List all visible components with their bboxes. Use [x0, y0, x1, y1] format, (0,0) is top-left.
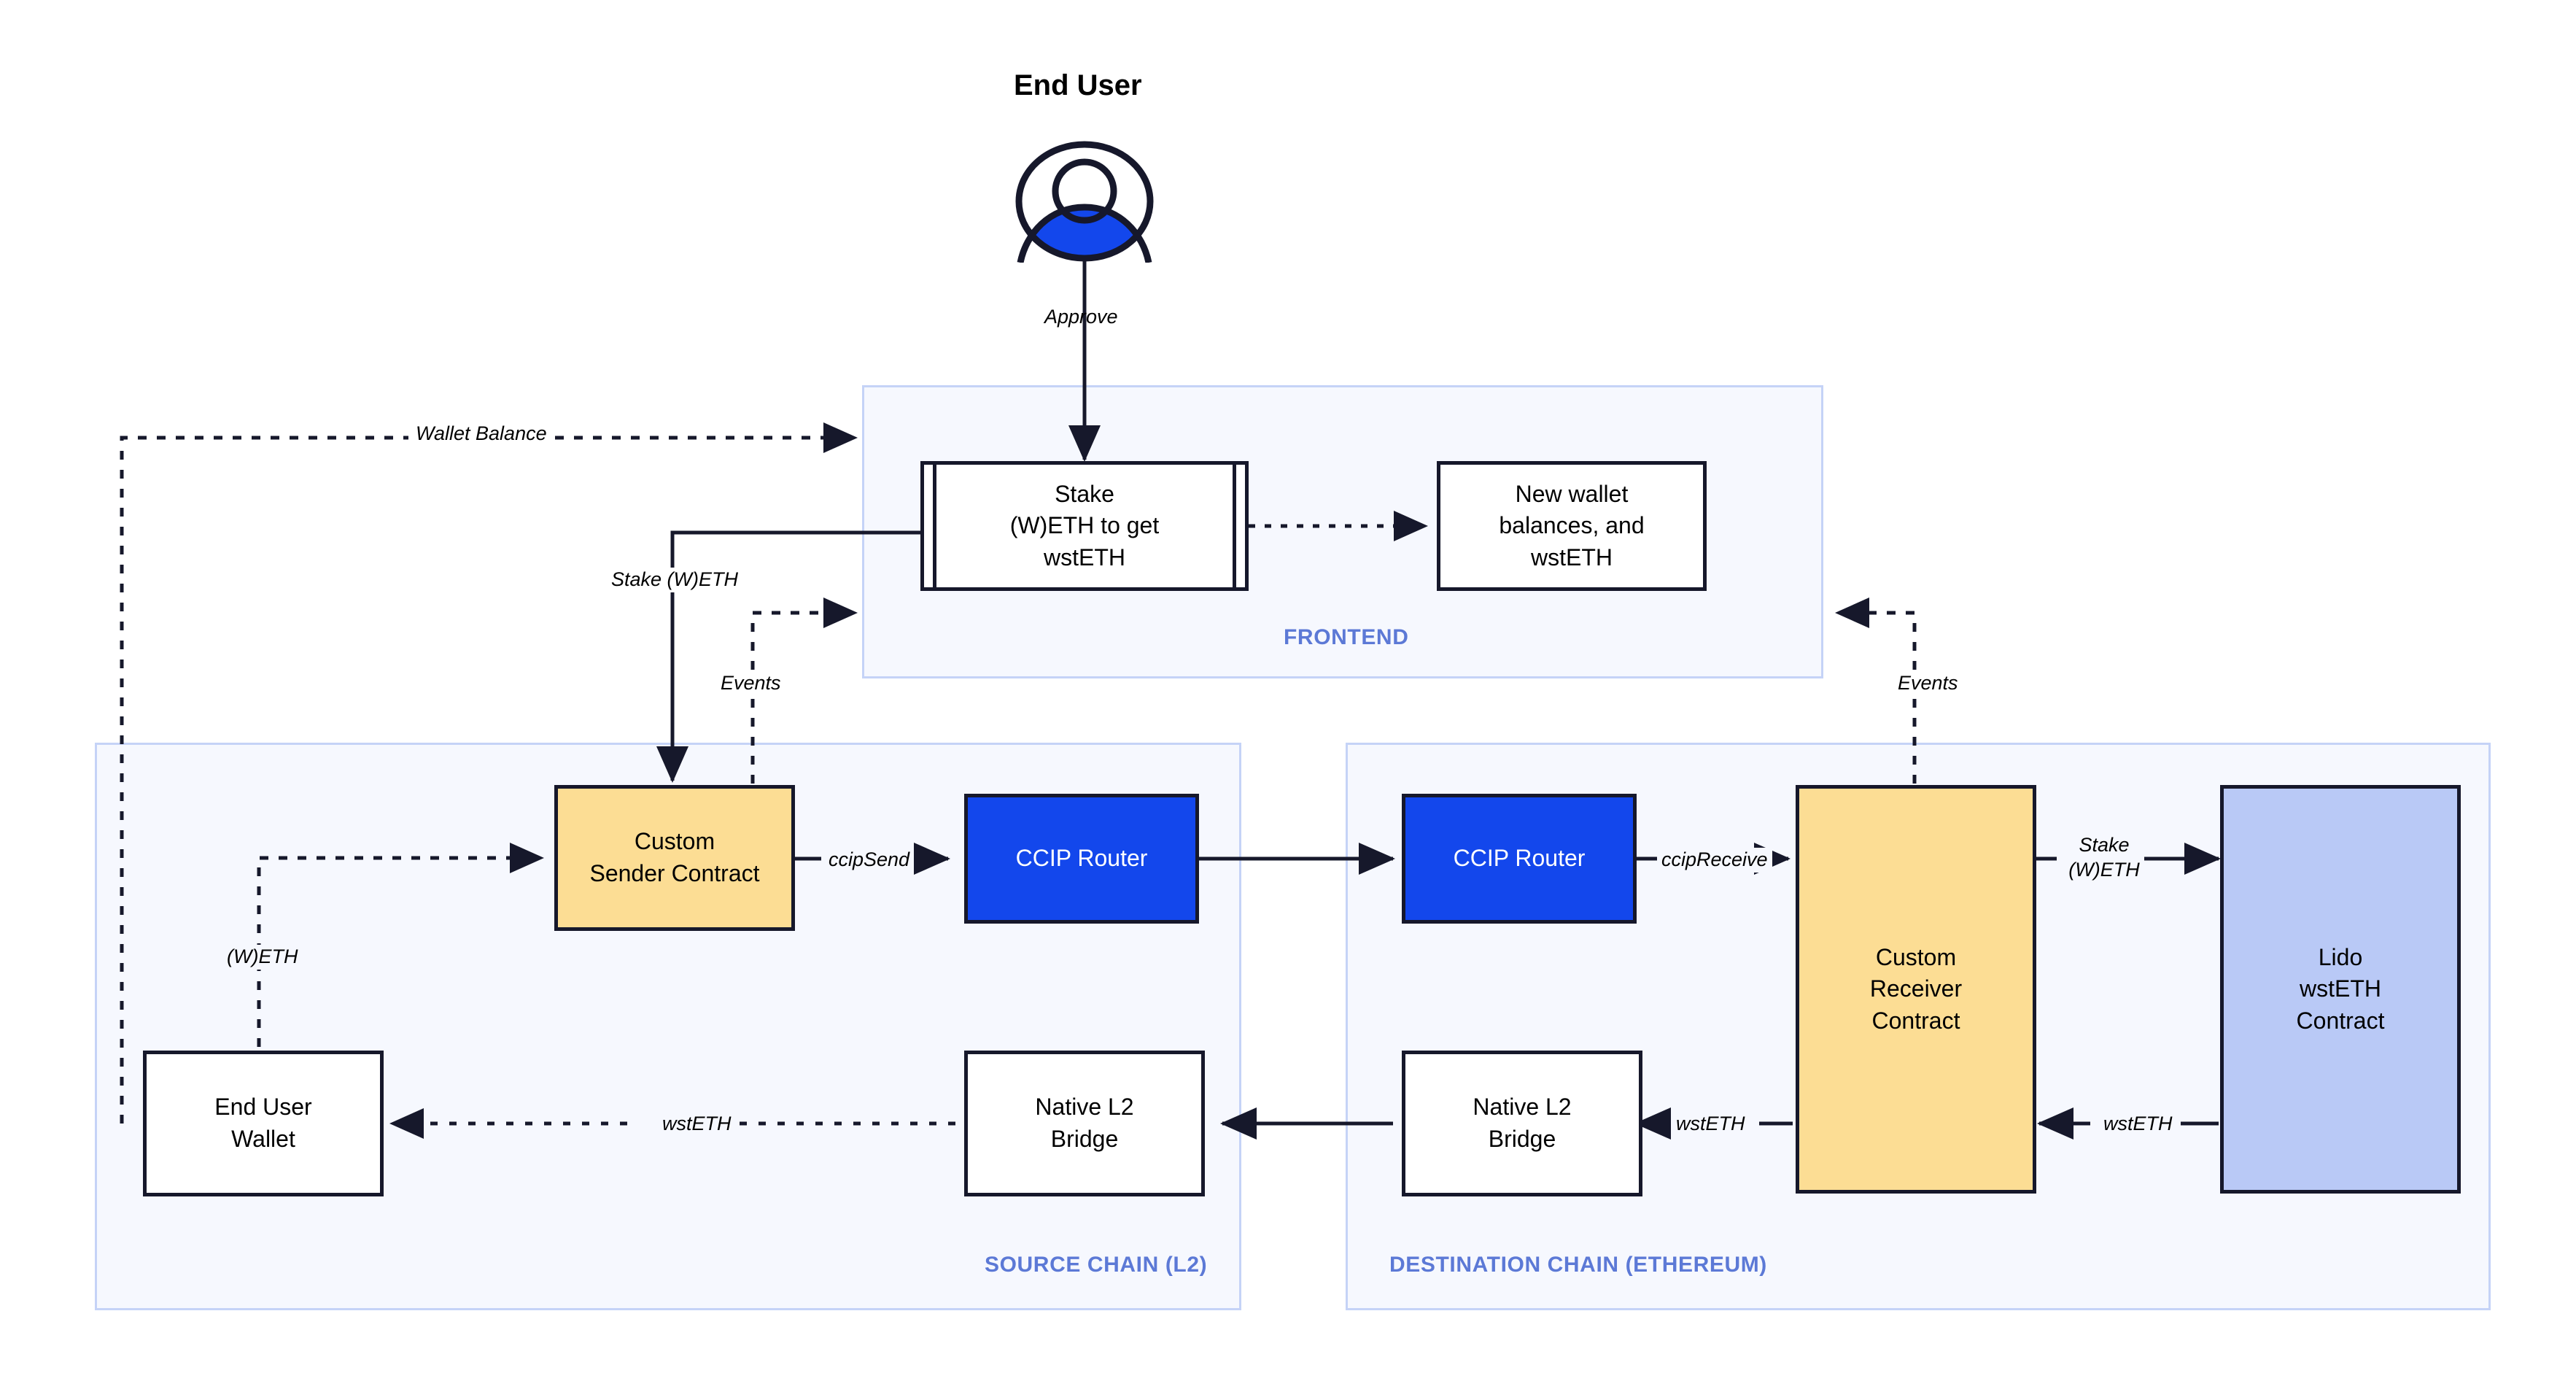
node-stake-form[interactable]: Stake (W)ETH to get wstETH [920, 461, 1249, 591]
node-custom-receiver-contract[interactable]: Custom Receiver Contract [1796, 785, 2036, 1194]
edge-label-stake-weth: Stake (W)ETH [604, 568, 746, 592]
node-new-balances[interactable]: New wallet balances, and wstETH [1437, 461, 1707, 591]
node-custom-sender-contract[interactable]: Custom Sender Contract [554, 785, 795, 931]
edge-weth [257, 843, 545, 1047]
node-lido-wsteth-contract[interactable]: Lido wstETH Contract [2220, 785, 2461, 1194]
edge-label-wsteth-wallet: wstETH [655, 1112, 739, 1137]
edge-label-events-right: Events [1892, 671, 1964, 696]
edge-label-stake-weth-lido: Stake (W)ETH [2065, 833, 2143, 883]
edge-stake-weth [656, 530, 920, 784]
edge-wallet-balance [120, 422, 858, 1124]
node-native-l2-bridge-source[interactable]: Native L2 Bridge [964, 1051, 1205, 1196]
edge-label-events-left: Events [715, 671, 787, 696]
edge-label-approve: Approve [1044, 306, 1118, 328]
node-native-l2-bridge-dest[interactable]: Native L2 Bridge [1402, 1051, 1642, 1196]
edge-label-ccip-send: ccipSend [824, 848, 915, 873]
edge-label-wallet-balance: Wallet Balance [408, 422, 554, 446]
edge-events-left [750, 597, 858, 784]
zone-destination-chain-label: DESTINATION CHAIN (ETHEREUM) [1389, 1253, 1767, 1277]
node-end-user-wallet[interactable]: End User Wallet [143, 1051, 384, 1196]
edge-label-wsteth-lido: wstETH [2099, 1112, 2177, 1137]
actor-title: End User [1014, 69, 1142, 101]
zone-source-chain-label: SOURCE CHAIN (L2) [985, 1253, 1208, 1277]
edge-label-ccip-receive: ccipReceive [1657, 848, 1772, 873]
user-avatar-icon [1015, 141, 1154, 263]
zone-frontend-label: FRONTEND [1284, 625, 1409, 649]
node-ccip-router-dest[interactable]: CCIP Router [1402, 794, 1637, 924]
edge-label-wsteth-bridge: wstETH [1672, 1112, 1750, 1137]
edge-label-weth: (W)ETH [221, 945, 304, 970]
node-ccip-router-source[interactable]: CCIP Router [964, 794, 1199, 924]
edge-events-right [1834, 597, 1917, 784]
